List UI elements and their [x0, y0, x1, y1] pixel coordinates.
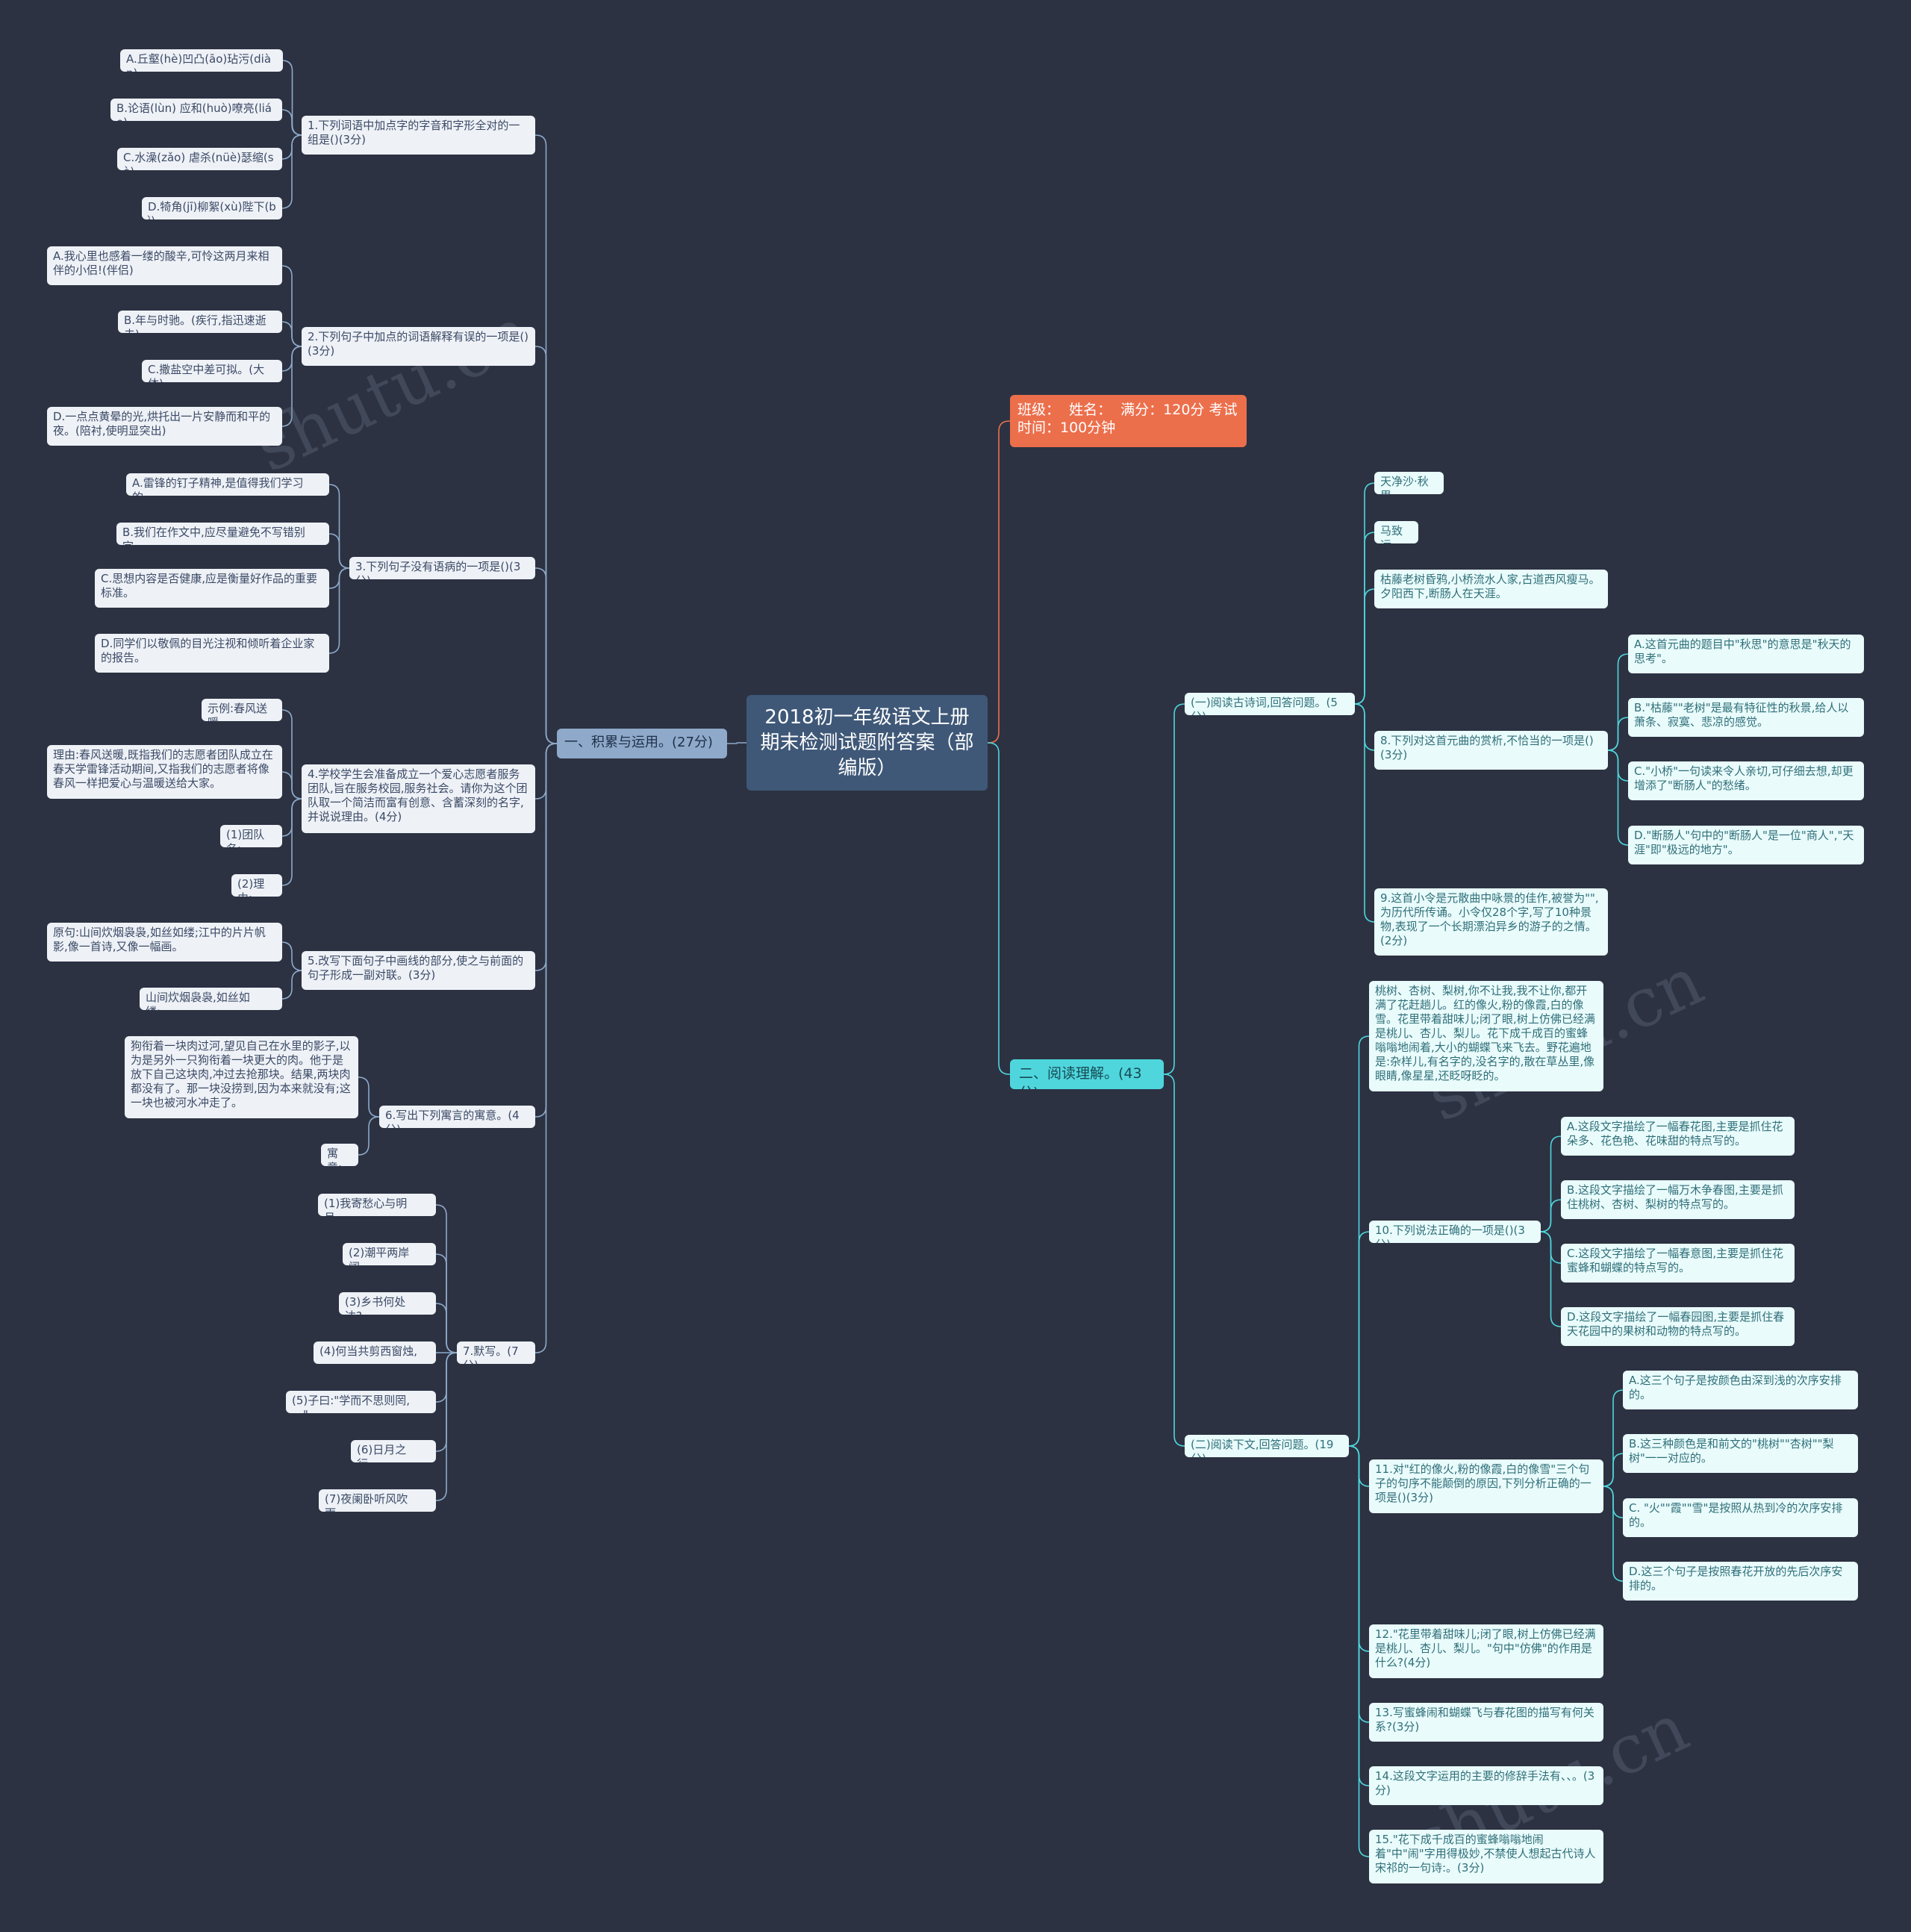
connector-line — [281, 134, 303, 209]
q7-line-6[interactable]: (6)日月之行,,。 — [351, 1440, 436, 1462]
q11-option-b[interactable]: B.这三种颜色是和前文的"桃树""杏树""梨树"一一对应的。 — [1623, 1434, 1858, 1473]
q1-option-a[interactable]: A.丘壑(hè)凹凸(āo)玷污(diàn) — [120, 49, 283, 72]
connector-line — [281, 346, 303, 427]
connector-line — [328, 533, 350, 569]
q1-option-d[interactable]: D.犄角(jī)柳絮(xù)陛下(bì) — [142, 197, 282, 219]
q7-line-2[interactable]: (2)潮平两岸阔,。 — [343, 1243, 436, 1265]
q10-option-a[interactable]: A.这段文字描绘了一幅春花图,主要是抓住花朵多、花色艳、花味甜的特点写的。 — [1561, 1117, 1795, 1156]
connector-line — [1163, 1073, 1185, 1447]
q7-line-4[interactable]: (4)何当共剪西窗烛, 。 — [314, 1342, 436, 1364]
question-6[interactable]: 6.写出下列寓言的寓意。(4分) — [379, 1106, 535, 1128]
q6-fable-text[interactable]: 狗衔着一块肉过河,望见自己在水里的影子,以为是另外一只狗衔着一块更大的肉。他于是… — [125, 1036, 358, 1118]
question-5[interactable]: 5.改写下面句子中画线的部分,使之与前面的句子形成一副对联。(3分) — [302, 951, 535, 990]
q3-option-d[interactable]: D.同学们以敬佩的目光注视和倾听着企业家的报告。 — [95, 634, 329, 673]
connector-line — [1540, 1231, 1562, 1327]
connector-line — [535, 743, 557, 1353]
q7-line-1[interactable]: (1)我寄愁心与明月,。 — [318, 1194, 436, 1216]
question-10[interactable]: 10.下列说法正确的一项是()(3分) — [1369, 1221, 1541, 1243]
connector-line — [281, 321, 303, 347]
q3-option-a[interactable]: A.雷锋的钉子精神,是值得我们学习的。 — [126, 473, 329, 496]
question-7[interactable]: 7.默写。(7分) — [457, 1342, 535, 1364]
q10-option-b[interactable]: B.这段文字描绘了一幅万木争春图,主要是抓住桃树、杏树、梨树的特点写的。 — [1561, 1180, 1795, 1219]
root-topic[interactable]: 2018初一年级语文上册期末检测试题附答案（部编版） — [746, 695, 988, 791]
connector-line — [435, 1352, 458, 1501]
q8-option-c[interactable]: C."小桥"一句读来令人亲切,可仔细去想,却更增添了"断肠人"的愁绪。 — [1628, 761, 1864, 800]
connector-line — [1602, 1453, 1624, 1487]
q10-option-c[interactable]: C.这段文字描绘了一幅春意图,主要是抓住花蜜蜂和蝴蝶的特点写的。 — [1561, 1244, 1795, 1283]
q8-option-d[interactable]: D."断肠人"句中的"断肠人"是一位"商人","天涯"即"极远的地方"。 — [1628, 826, 1864, 864]
q1-option-c[interactable]: C.水澡(zǎo) 虐杀(nüè)瑟缩(sè) — [117, 148, 282, 170]
connector-line — [1540, 1199, 1562, 1233]
connector-line — [1353, 588, 1376, 705]
q2-option-a[interactable]: A.我心里也感着一缕的酸辛,可怜这两月来相伴的小侣!(伴侣) — [47, 246, 282, 285]
q4-team-name[interactable]: (1)团队名: — [220, 825, 282, 847]
connector-line — [988, 742, 1010, 1075]
section-one-node[interactable]: 一、积累与运用。(27分) — [557, 729, 727, 758]
connector-line — [435, 1303, 458, 1353]
q8-option-b[interactable]: B."枯藤""老树"是最有特征性的秋景,给人以萧条、寂寞、悲凉的感觉。 — [1628, 698, 1864, 737]
poem-author[interactable]: 马致远 — [1374, 521, 1418, 543]
question-1[interactable]: 1.下列词语中加点字的字音和字形全对的一组是()(3分) — [302, 116, 535, 155]
connector-line — [281, 798, 303, 886]
connector-line — [358, 1116, 380, 1156]
q7-line-5[interactable]: (5)子曰:"学而不思则罔, 。" — [286, 1391, 436, 1413]
question-15[interactable]: 15."花下成千成百的蜜蜂嗡嗡地闹着"中"闹"字用得极妙,不禁使人想起古代诗人宋… — [1369, 1830, 1603, 1883]
connector-line — [328, 567, 350, 654]
connector-line — [988, 420, 1010, 744]
q6-moral-blank[interactable]: 寓意: — [321, 1144, 358, 1166]
q5-answer-blank[interactable]: 山间炊烟袅袅,如丝如缕;,。 — [140, 988, 282, 1010]
q11-option-d[interactable]: D.这三个句子是按照春花开放的先后次序安排的。 — [1623, 1562, 1858, 1601]
q4-reason[interactable]: (2)理由: — [231, 874, 282, 897]
q4-reason-example[interactable]: 理由:春风送暖,既指我们的志愿者团队成立在春天学雷锋活动期间,又指我们的志愿者将… — [47, 745, 282, 799]
q11-option-c[interactable]: C. "火""霞""雪"是按照从热到冷的次序安排的。 — [1623, 1498, 1858, 1537]
connector-line — [281, 109, 303, 136]
connector-line — [358, 1076, 380, 1118]
subsection-passage[interactable]: (二)阅读下文,回答问题。(19分) — [1185, 1435, 1349, 1457]
connector-line — [1353, 703, 1376, 923]
q2-option-c[interactable]: C.撒盐空中差可拟。(大体) — [142, 360, 282, 382]
connector-line — [281, 941, 303, 971]
question-13[interactable]: 13.写蜜蜂闹和蝴蝶飞与春花图的描写有何关系?(3分) — [1369, 1703, 1603, 1742]
connector-line — [535, 567, 557, 744]
q8-option-a[interactable]: A.这首元曲的题目中"秋思"的意思是"秋天的思考"。 — [1628, 635, 1864, 673]
q3-option-b[interactable]: B.我们在作文中,应尽量避免不写错别字。 — [116, 523, 329, 545]
q7-line-7[interactable]: (7)夜阑卧听风吹雨,。 — [319, 1489, 436, 1512]
exam-info-node[interactable]: 班级： 姓名： 满分：120分 考试时间：100分钟 — [1010, 395, 1247, 447]
question-11[interactable]: 11.对"红的像火,粉的像霞,白的像雪"三个句子的句序不能颠倒的原因,下列分析正… — [1369, 1459, 1603, 1513]
connector-line — [1348, 1445, 1370, 1857]
question-2[interactable]: 2.下列句子中加点的词语解释有误的一项是()(3分) — [302, 327, 535, 366]
poem-text[interactable]: 枯藤老树昏鸦,小桥流水人家,古道西风瘦马。夕阳西下,断肠人在天涯。 — [1374, 570, 1608, 608]
section-two-node[interactable]: 二、阅读理解。(43分) — [1010, 1059, 1164, 1089]
q4-example[interactable]: 示例:春风送暖 — [202, 699, 282, 721]
q7-line-3[interactable]: (3)乡书何处达?,。 — [339, 1292, 436, 1315]
connector-line — [1607, 750, 1629, 846]
question-3[interactable]: 3.下列句子没有语病的一项是()(3分) — [349, 557, 535, 579]
q2-option-d[interactable]: D.一点点黄晕的光,烘托出一片安静而和平的夜。(陪衬,使明显突出) — [47, 407, 282, 446]
connector-line — [281, 771, 303, 800]
question-8[interactable]: 8.下列对这首元曲的赏析,不恰当的一项是()(3分) — [1374, 731, 1608, 770]
connector-line — [281, 970, 303, 1000]
subsection-poem[interactable]: (一)阅读古诗词,回答问题。(5分) — [1185, 693, 1355, 715]
question-12[interactable]: 12."花里带着甜味儿;闭了眼,树上仿佛已经满是桃儿、杏儿、梨儿。"句中"仿佛"… — [1369, 1624, 1603, 1678]
poem-title[interactable]: 天净沙·秋思 — [1374, 472, 1444, 494]
connector-line — [1607, 717, 1629, 751]
q1-option-b[interactable]: B.论语(lùn) 应和(huò)嘹亮(liáo) — [110, 99, 282, 121]
connector-line — [1163, 703, 1185, 1075]
q5-original-sentence[interactable]: 原句:山间炊烟袅袅,如丝如缕;江中的片片帆影,像一首诗,又像一幅画。 — [47, 923, 282, 962]
reading-passage[interactable]: 桃树、杏树、梨树,你不让我,我不让你,都开满了花赶趟儿。红的像火,粉的像霞,白的… — [1369, 981, 1603, 1091]
question-4[interactable]: 4.学校学生会准备成立一个爱心志愿者服务团队,旨在服务校园,服务社会。请你为这个… — [302, 764, 535, 833]
question-14[interactable]: 14.这段文字运用的主要的修辞手法有、、。(3分) — [1369, 1766, 1603, 1805]
q10-option-d[interactable]: D.这段文字描绘了一幅春园图,主要是抓住春天花园中的果树和动物的特点写的。 — [1561, 1307, 1795, 1346]
connector-line — [1602, 1486, 1624, 1582]
question-9[interactable]: 9.这首小令是元散曲中咏景的佳作,被誉为"",为历代所传诵。小令仅28个字,写了… — [1374, 888, 1608, 956]
q3-option-c[interactable]: C.思想内容是否健康,应是衡量好作品的重要标准。 — [95, 569, 329, 608]
connector-line — [1348, 1231, 1370, 1447]
q2-option-b[interactable]: B.年与时驰。(疾行,指迅速逝去) — [118, 311, 282, 333]
q11-option-a[interactable]: A.这三个句子是按颜色由深到浅的次序安排的。 — [1623, 1371, 1858, 1409]
connector-line — [727, 742, 746, 744]
